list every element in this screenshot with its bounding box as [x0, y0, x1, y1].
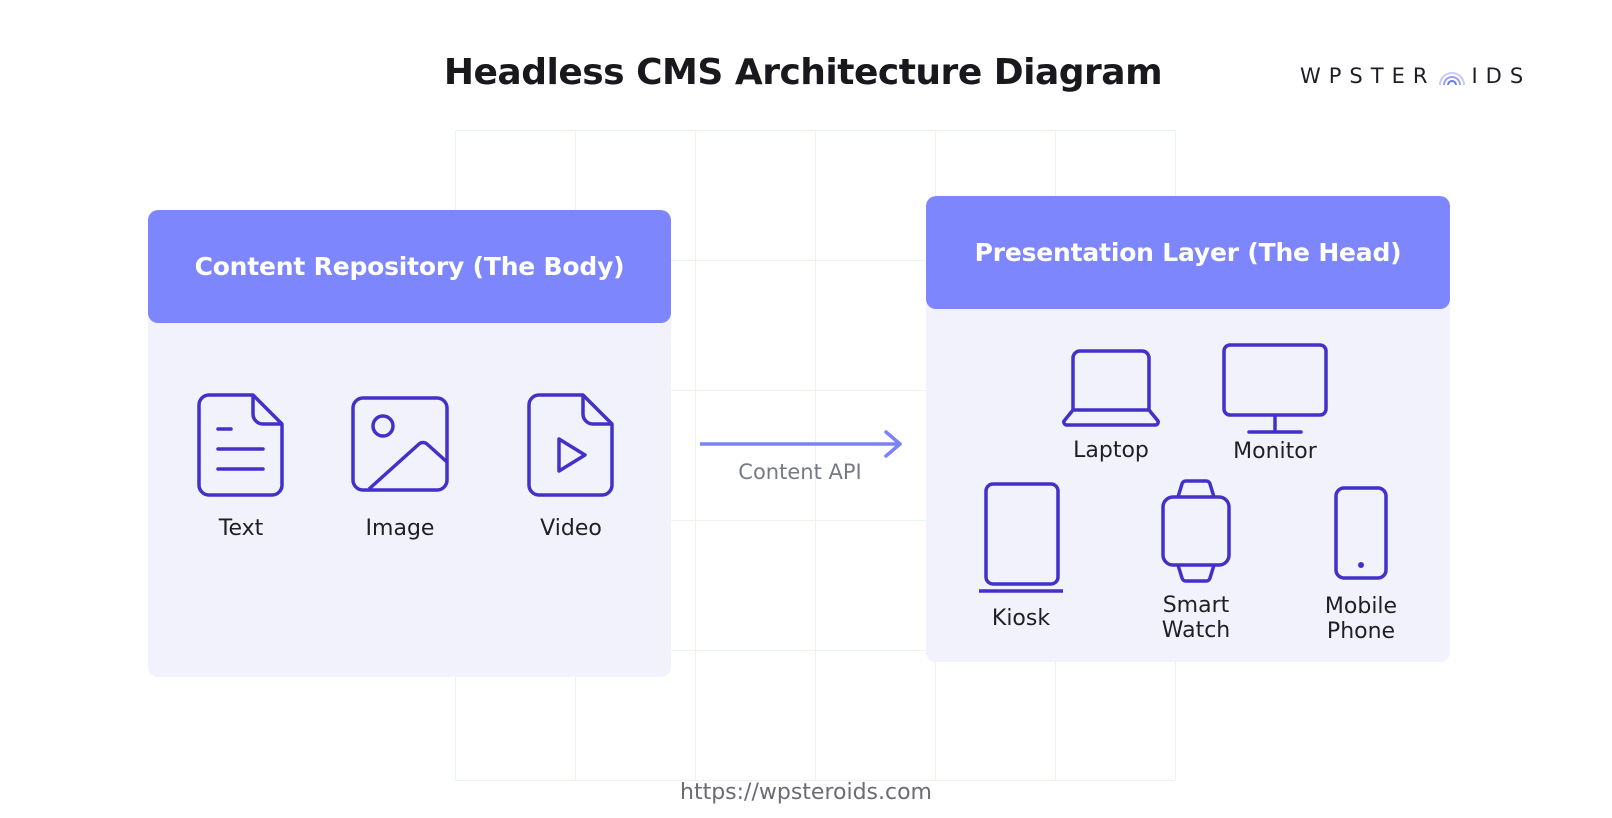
kiosk-icon [979, 482, 1063, 593]
monitor-icon [1222, 343, 1328, 434]
brand-text-before: WPSTER [1300, 64, 1436, 88]
item-label: Video [540, 516, 602, 541]
presentation-layer-panel: Presentation Layer (The Head) Laptop Mon… [926, 196, 1450, 662]
content-repository-heading: Content Repository (The Body) [148, 210, 671, 323]
item-image: Image [340, 396, 460, 541]
footer-url: https://wpsteroids.com [680, 780, 932, 805]
item-label: Laptop [1073, 438, 1149, 463]
arrow-right-icon [700, 430, 902, 458]
smart-watch-icon [1161, 479, 1231, 583]
item-label: Mobile Phone [1324, 594, 1398, 644]
laptop-icon [1062, 349, 1160, 427]
item-label: Smart Watch [1161, 593, 1231, 643]
mobile-phone-icon [1334, 486, 1388, 580]
brand-text-after: IDS [1471, 64, 1532, 88]
item-mobile-phone: Mobile Phone [1311, 486, 1411, 644]
item-label: Text [218, 516, 264, 541]
item-monitor: Monitor [1210, 343, 1340, 464]
diagram-title: Headless CMS Architecture Diagram [443, 52, 1163, 93]
item-video: Video [516, 392, 626, 541]
presentation-layer-heading: Presentation Layer (The Head) [926, 196, 1450, 309]
text-document-icon [197, 393, 284, 497]
item-label: Image [365, 516, 435, 541]
item-text: Text [186, 392, 296, 541]
content-api-label: Content API [738, 460, 862, 484]
brand-logo: WPSTER IDS [1300, 64, 1562, 88]
content-repository-panel: Content Repository (The Body) Text Image… [148, 210, 671, 677]
arch-logo-mark [1439, 72, 1466, 86]
item-laptop: Laptop [1051, 348, 1171, 463]
item-label: Monitor [1233, 439, 1317, 464]
video-file-icon [527, 393, 614, 497]
item-smart-watch: Smart Watch [1146, 479, 1246, 643]
image-icon [351, 396, 449, 492]
item-kiosk: Kiosk [976, 482, 1066, 631]
item-label: Kiosk [991, 606, 1051, 631]
